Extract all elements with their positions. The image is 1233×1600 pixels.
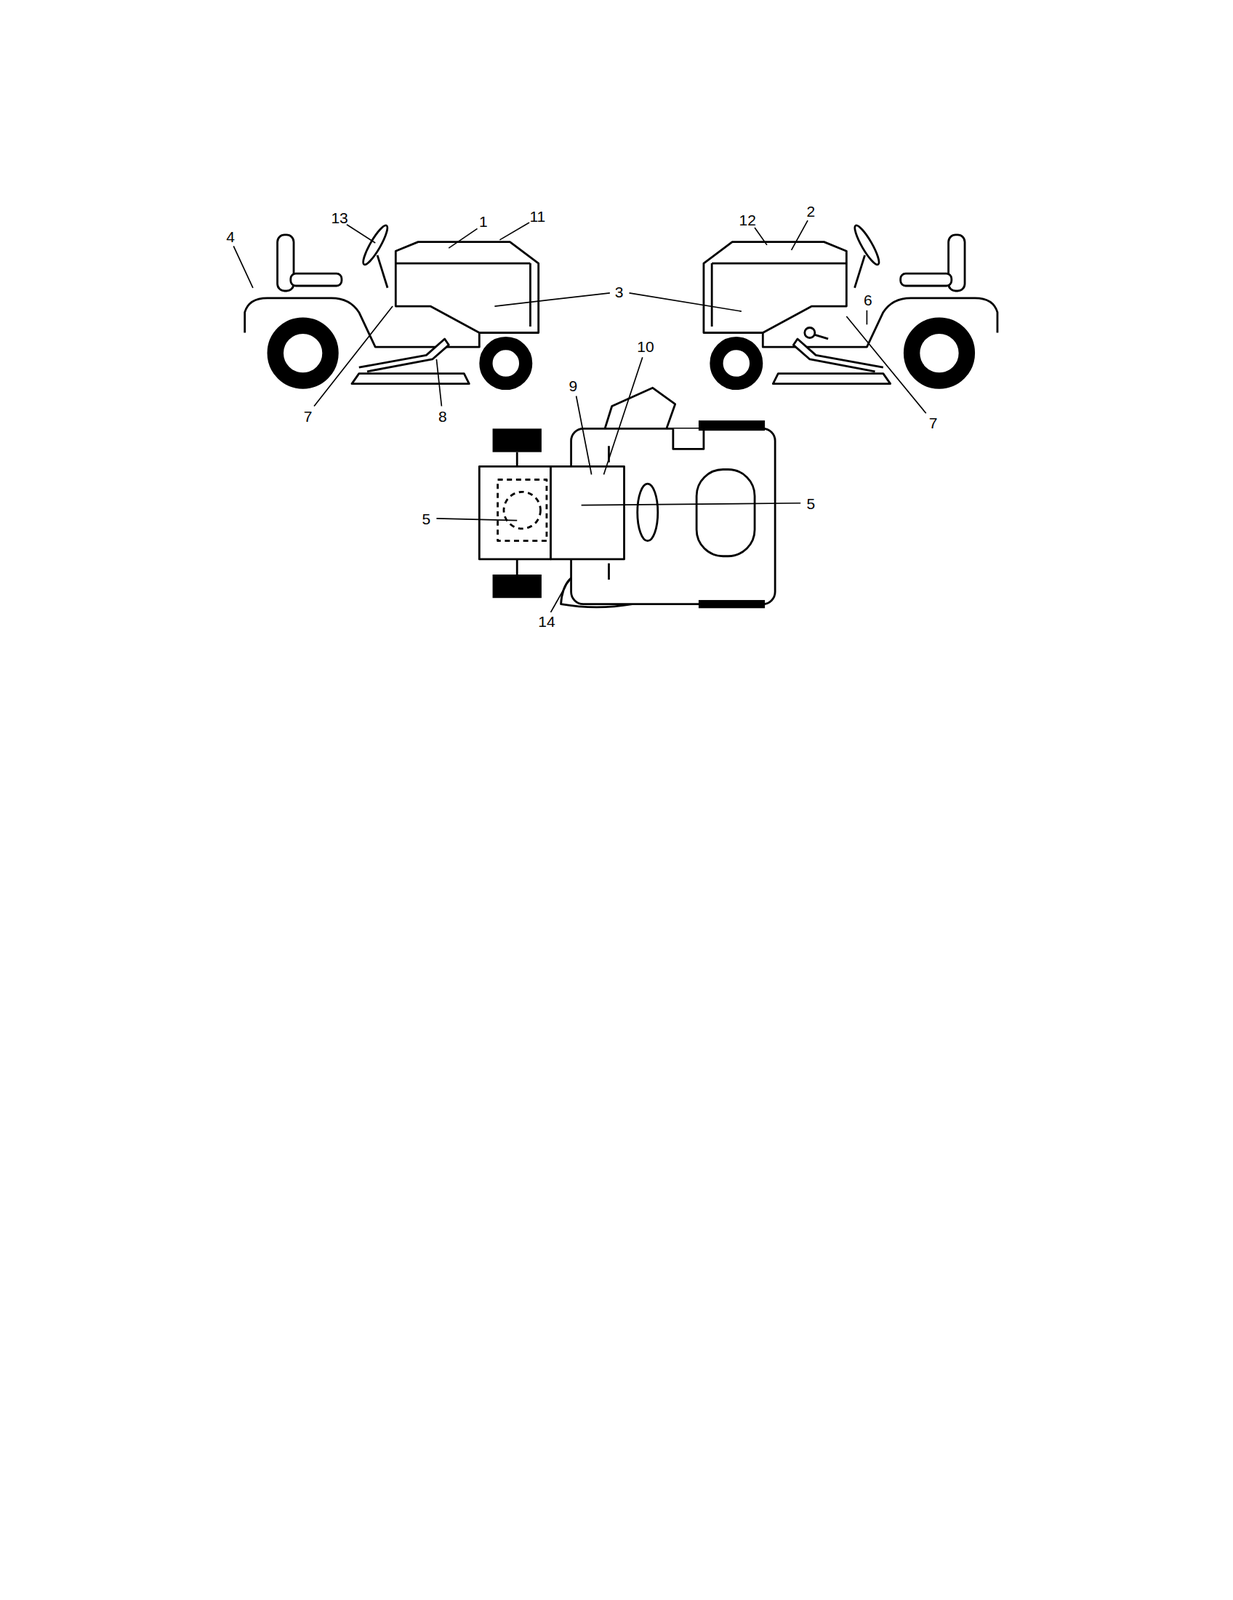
- callout-number: 3: [615, 284, 624, 300]
- callout-number: 8: [438, 408, 448, 424]
- callout-number: 7: [303, 408, 313, 424]
- callout-number: 4: [226, 229, 235, 245]
- callout-number: 11: [529, 208, 546, 224]
- callout-number: 13: [330, 209, 348, 225]
- callout-number: 14: [537, 613, 555, 629]
- callout-number: 5: [806, 495, 815, 511]
- callout-number: 1: [479, 213, 488, 230]
- callout-number: 9: [569, 378, 578, 394]
- callout-number: 10: [636, 338, 654, 354]
- callout-number: 7: [929, 414, 938, 430]
- callout-number: 2: [806, 203, 815, 219]
- callout-number: 6: [863, 292, 873, 308]
- callout-number: 5: [422, 510, 432, 526]
- callout-number: 12: [739, 211, 757, 227]
